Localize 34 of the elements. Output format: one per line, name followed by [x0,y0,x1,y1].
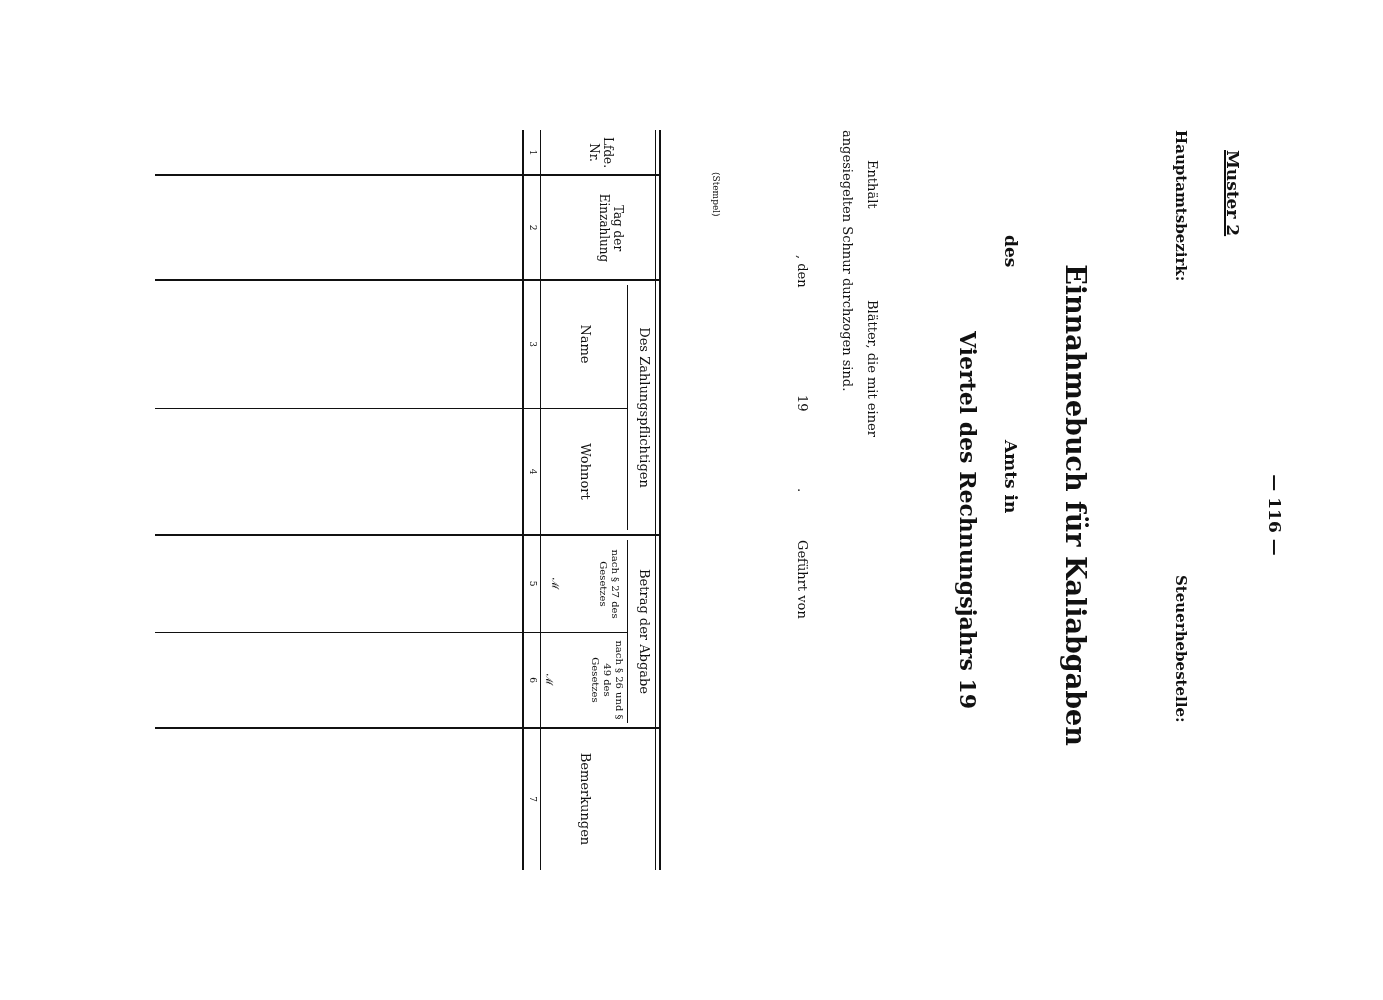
column-number: 5 [527,579,538,589]
column-number: 1 [527,148,538,158]
column-header: Bemerkungen [577,751,593,848]
field-label: Geführt von [794,540,810,619]
field-label: Enthält [864,160,880,209]
column-header: nach § 27 des Gesetzes [597,548,621,620]
column-number: 3 [527,340,538,349]
currency-symbol: ℳ [543,673,555,688]
note-text: Blätter, die mit einer [864,300,880,437]
column-number: 7 [527,795,538,804]
field-label: Amts in [1000,440,1021,514]
field-label: Steuerhebestelle: [1172,575,1190,723]
field-label: Hauptamtsbezirk: [1172,130,1190,282]
form-heading: Muster 2 [1222,150,1243,237]
column-header: Betrag der Abgabe [636,567,652,697]
column-number: 2 [527,223,538,233]
column-header: Tag der Einzahlung [596,192,625,265]
column-header: nach § 26 und § 49 des Gesetzes [589,640,625,720]
note-text: angesiegelten Schnur durchzogen sind. [839,130,855,392]
currency-symbol: ℳ [549,576,561,592]
field-label: . [794,488,810,493]
column-header: Lfde. Nr. [586,136,615,170]
column-header: Name [577,323,593,366]
column-header: Des Zahlungspflichtigen [636,326,652,490]
column-number: 4 [527,467,538,477]
form-title: Einnahmebuch für Kaliabgaben [1059,263,1091,748]
field-label: 19 [794,395,810,412]
field-label: des [1000,235,1021,268]
subtitle: Viertel des Rechnungsjahrs 19 [954,329,981,712]
column-header: Wohnort [577,442,593,502]
page-number: — 116 — [1264,473,1285,558]
column-number: 6 [527,676,538,685]
field-label: , den [794,255,810,288]
stamp-label: (Stempel) [710,172,721,217]
